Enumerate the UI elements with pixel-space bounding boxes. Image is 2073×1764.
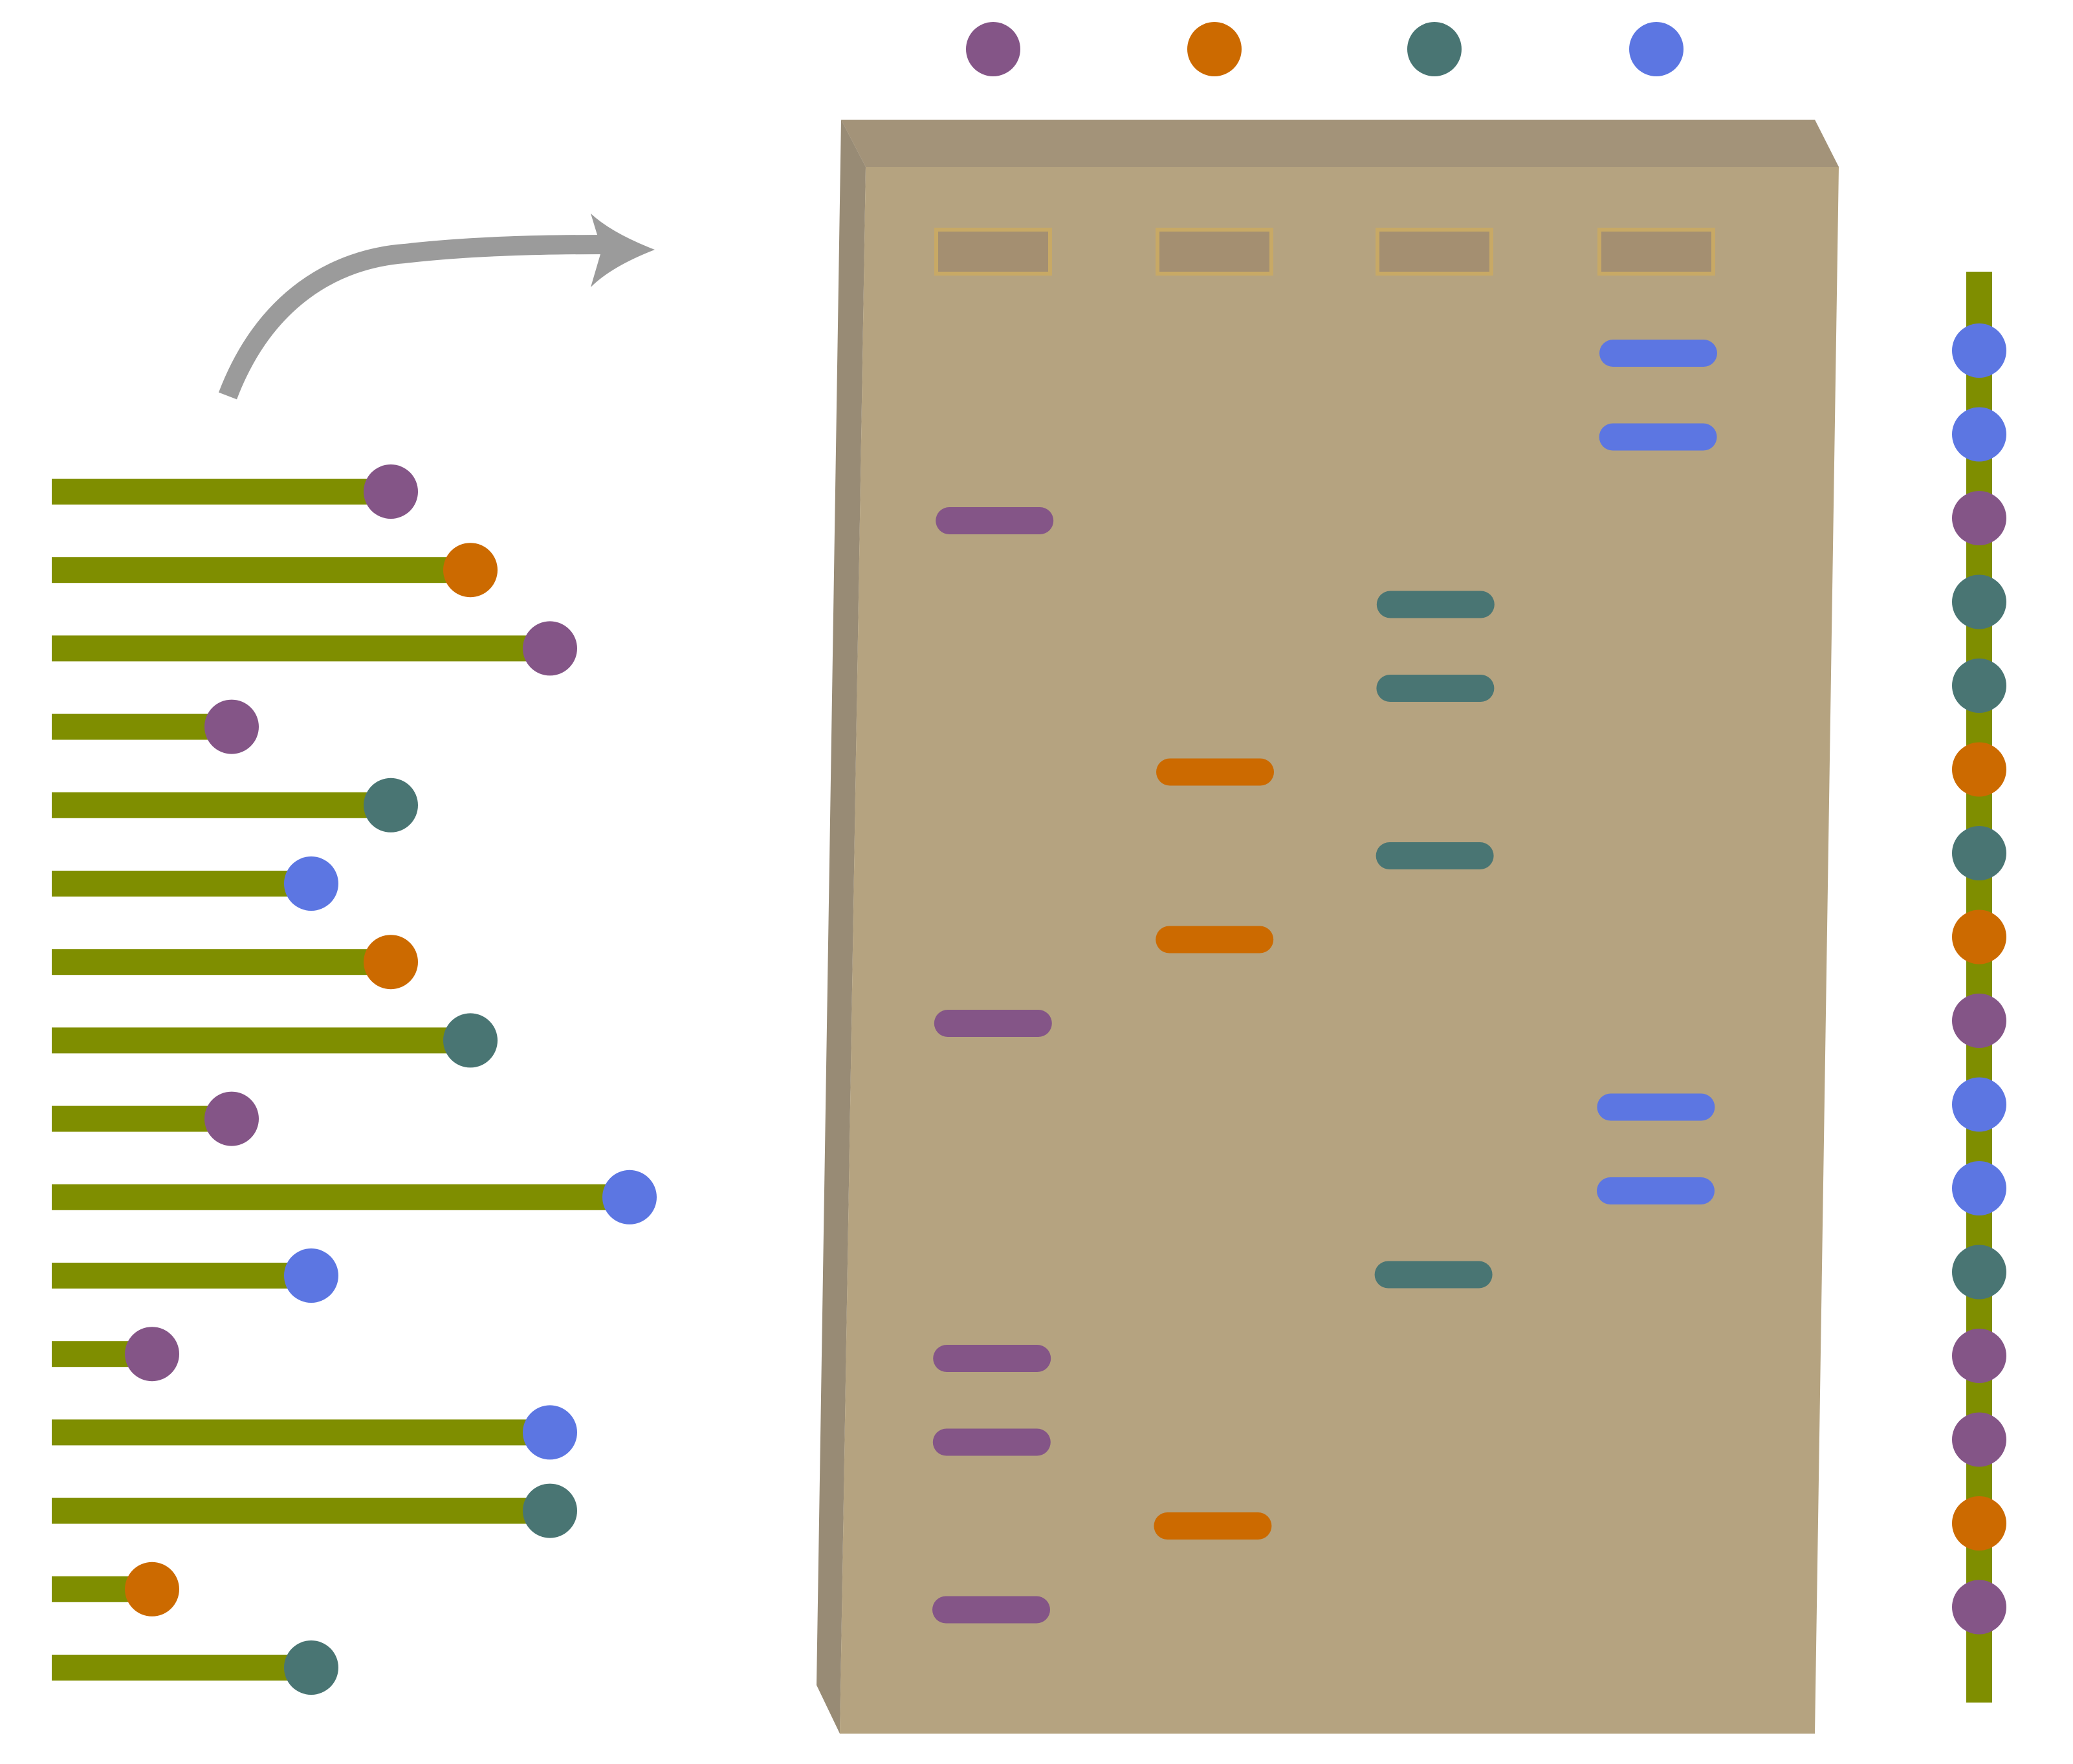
lane-legend-A-icon xyxy=(966,22,1020,76)
fragment-strand xyxy=(52,1419,550,1446)
fragment-strand xyxy=(52,557,470,583)
sequence-base-A-icon xyxy=(1952,1412,2006,1467)
fragment-strand xyxy=(52,713,232,740)
fragment-end-A-icon xyxy=(125,1327,179,1382)
gel-well-C xyxy=(1156,228,1273,276)
fragment-strand xyxy=(52,1263,311,1289)
gel-top-face xyxy=(841,120,1839,167)
dna-fragments xyxy=(52,464,657,1695)
fragment-end-A-icon xyxy=(204,699,259,754)
arrow-head-icon xyxy=(591,213,655,287)
gel-well-A xyxy=(934,228,1052,276)
fragment-end-C-icon xyxy=(443,543,498,598)
sequence-base-G-icon xyxy=(1952,659,2006,713)
fragment-4 xyxy=(52,699,259,754)
fragment-6 xyxy=(52,856,338,911)
sequence-base-C-icon xyxy=(1952,1496,2006,1551)
sequence-base-G-icon xyxy=(1952,1245,2006,1300)
fragment-13 xyxy=(52,1405,577,1460)
read-sequence xyxy=(1952,272,2006,1703)
fragment-end-C-icon xyxy=(364,935,418,990)
fragment-7 xyxy=(52,935,418,990)
sequence-base-T-icon xyxy=(1952,1077,2006,1132)
fragment-end-G-icon xyxy=(443,1013,498,1068)
lane-legend-G-icon xyxy=(1407,22,1462,76)
fragment-end-A-icon xyxy=(364,464,418,519)
fragment-end-G-icon xyxy=(523,1483,577,1538)
arrow-shaft xyxy=(218,235,606,400)
sequence-base-G-icon xyxy=(1952,574,2006,629)
fragment-3 xyxy=(52,621,577,676)
sequence-strand xyxy=(1966,272,1992,1703)
gel-well-T xyxy=(1597,228,1715,276)
sequence-base-G-icon xyxy=(1952,826,2006,880)
fragment-10 xyxy=(52,1170,657,1225)
fragment-5 xyxy=(52,778,418,833)
sequence-base-A-icon xyxy=(1952,491,2006,545)
fragment-strand xyxy=(52,949,391,975)
fragment-end-T-icon xyxy=(284,1248,338,1303)
fragment-14 xyxy=(52,1483,577,1538)
fragment-16 xyxy=(52,1640,338,1695)
load-arrow xyxy=(218,213,655,400)
gel-side-face xyxy=(817,120,866,1734)
lane-legend-T-icon xyxy=(1629,22,1684,76)
fragment-15 xyxy=(52,1562,179,1617)
fragment-strand xyxy=(52,479,391,505)
fragment-2 xyxy=(52,543,498,598)
fragment-end-G-icon xyxy=(284,1640,338,1695)
fragment-9 xyxy=(52,1091,259,1146)
fragment-end-A-icon xyxy=(523,621,577,676)
gel-slab xyxy=(817,120,1839,1734)
lane-legend-C-icon xyxy=(1187,22,1242,76)
fragment-end-A-icon xyxy=(204,1091,259,1146)
fragment-end-C-icon xyxy=(125,1562,179,1617)
sequence-base-T-icon xyxy=(1952,407,2006,462)
fragment-strand xyxy=(52,1497,550,1524)
fragment-strand xyxy=(52,792,391,818)
sequence-base-T-icon xyxy=(1952,323,2006,378)
fragment-end-T-icon xyxy=(523,1405,577,1460)
sequence-base-A-icon xyxy=(1952,1580,2006,1635)
sequence-base-C-icon xyxy=(1952,909,2006,964)
lane-legend xyxy=(966,22,1684,76)
fragment-12 xyxy=(52,1327,179,1382)
sequence-base-A-icon xyxy=(1952,1329,2006,1383)
fragment-end-T-icon xyxy=(284,856,338,911)
gel-well-G xyxy=(1376,228,1493,276)
fragment-end-T-icon xyxy=(602,1170,657,1225)
fragment-strand xyxy=(52,1105,232,1132)
fragment-strand xyxy=(52,635,550,662)
fragment-8 xyxy=(52,1013,498,1068)
fragment-strand xyxy=(52,1655,311,1681)
sequence-base-T-icon xyxy=(1952,1161,2006,1215)
gel-front-face xyxy=(840,167,1839,1734)
fragment-strand xyxy=(52,871,311,897)
sequence-base-A-icon xyxy=(1952,994,2006,1048)
fragment-11 xyxy=(52,1248,338,1303)
sequence-base-C-icon xyxy=(1952,742,2006,797)
fragment-end-G-icon xyxy=(364,778,418,833)
fragment-1 xyxy=(52,464,418,519)
fragment-strand xyxy=(52,1184,630,1210)
fragment-strand xyxy=(52,1027,470,1054)
